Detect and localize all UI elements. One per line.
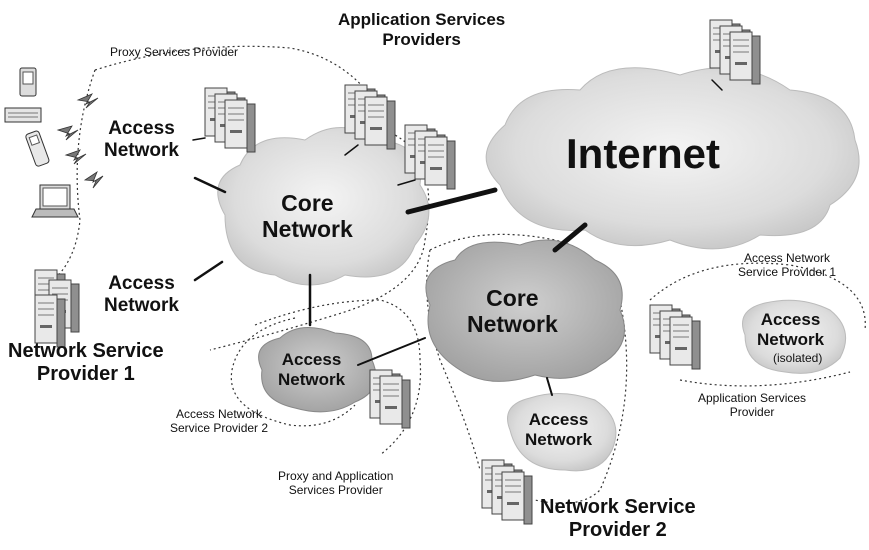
nsp2-label: Network Service Provider 2 <box>540 496 696 541</box>
ansp1-label: Access Network Service Provider 1 <box>738 251 837 279</box>
connections <box>192 79 723 396</box>
nsp1-boundary-left <box>39 69 96 291</box>
access-network-bottom-label: Access Network <box>525 410 593 449</box>
access-bottom-cloud <box>507 392 617 472</box>
proxy-app-provider-label: Proxy and Application Services Provider <box>278 469 394 497</box>
link-server-core1 <box>344 144 359 156</box>
proxy-app-boundary <box>254 299 422 456</box>
link-internet-core2 <box>552 222 588 253</box>
access-network-top-label: Access Network <box>104 118 179 161</box>
access-network-isolated-label: Access Network <box>757 310 825 349</box>
server-rack-icon <box>34 269 80 348</box>
link-access-top-core1 <box>193 176 227 194</box>
core-network-1-label: Core Network <box>262 190 353 243</box>
isolated-note: (isolated) <box>773 351 823 365</box>
server-rack-icon <box>204 87 256 153</box>
link-server-access-top <box>192 137 206 141</box>
link-core2-access-bottom <box>546 377 553 396</box>
mobile-phone-icon <box>25 130 50 167</box>
access-network-center-label: Access Network <box>278 350 346 389</box>
access-isolated-cloud <box>742 299 847 374</box>
link-core1-internet <box>405 187 498 215</box>
server-rack-icon <box>369 369 411 429</box>
app-services-providers-label: Application Services Providers <box>338 10 506 49</box>
internet-label: Internet <box>566 130 721 177</box>
pda-icon <box>19 67 37 97</box>
link-access-left-core1 <box>193 260 224 282</box>
server-rack-icon <box>481 459 533 525</box>
nsp1-label: Network Service Provider 1 <box>8 340 164 385</box>
core-network-2-label: Core Network <box>467 285 558 338</box>
internet-cloud <box>485 67 860 250</box>
app-provider-boundary <box>679 371 851 387</box>
lightning-icon <box>56 93 104 189</box>
link-access-center-core2 <box>357 337 426 366</box>
ansp2-label: Access Network Service Provider 2 <box>170 407 269 435</box>
proxy-services-provider-label: Proxy Services Provider <box>110 45 239 59</box>
ansp2-boundary <box>230 317 356 427</box>
link-server2-core1 <box>397 179 416 186</box>
keyboard-icon <box>4 107 42 123</box>
access-network-left-label: Access Network <box>104 273 179 316</box>
core-network-2-cloud <box>425 239 625 382</box>
laptop-icon <box>31 184 79 218</box>
app-services-provider-label: Application Services Provider <box>698 391 807 419</box>
link-server-internet <box>711 79 723 91</box>
server-rack-icon <box>649 304 701 370</box>
